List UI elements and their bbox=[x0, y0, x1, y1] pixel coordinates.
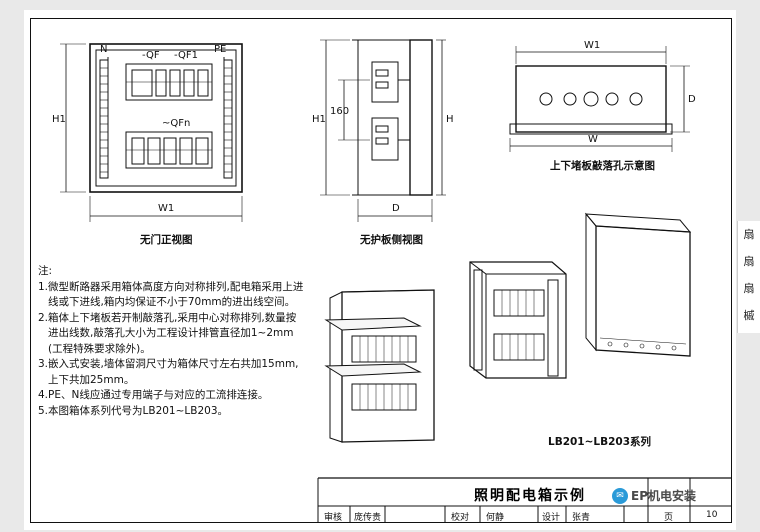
label-n: N bbox=[100, 44, 107, 55]
top-dim-w: W bbox=[588, 134, 598, 145]
note-line: 2.箱体上下堵板若开制敲落孔,采用中心对称排列,数量按 bbox=[38, 311, 297, 324]
front-dim-w1: W1 bbox=[158, 203, 174, 214]
label-qf1: -QF1 bbox=[174, 50, 198, 61]
note-line: 3.嵌入式安装,墙体留洞尺寸为箱体尺寸左右共加15mm, bbox=[38, 358, 299, 370]
side-dim-160: 160 bbox=[330, 106, 349, 117]
title-block-grid bbox=[317, 477, 732, 523]
front-view-drawing bbox=[60, 43, 243, 222]
side-tab-item[interactable]: 扇 bbox=[743, 228, 755, 241]
top-dim-w1: W1 bbox=[584, 40, 600, 51]
label-pe: PE bbox=[214, 44, 226, 55]
top-view-caption: 上下堵板敲落孔示意图 bbox=[550, 160, 655, 172]
wechat-icon: ✉ bbox=[612, 487, 628, 504]
notes-heading: 注: bbox=[38, 265, 53, 277]
side-tab-item[interactable]: 扇 bbox=[743, 255, 755, 268]
top-view-drawing bbox=[509, 46, 690, 152]
side-dim-h1: H1 bbox=[312, 114, 326, 125]
side-tab[interactable]: 扇 扇 扇 槭 bbox=[737, 221, 760, 333]
label-qfn: ~QFn bbox=[162, 118, 190, 129]
page-label: 页 bbox=[664, 513, 674, 523]
watermark: ✉ EP机电安装 bbox=[612, 487, 696, 504]
check-label: 校对 bbox=[451, 513, 470, 523]
side-tab-item[interactable]: 槭 bbox=[743, 309, 755, 322]
note-line: 4.PE、N线应通过专用端子与对应的工流排连接。 bbox=[38, 389, 269, 401]
design-name: 张青 bbox=[572, 513, 591, 523]
cabinet-isometric bbox=[324, 289, 435, 443]
series-caption: LB201~LB203系列 bbox=[548, 436, 652, 448]
note-line: 进出线数,敲落孔大小为工程设计排管直径加1~2mm bbox=[48, 327, 294, 339]
note-line: 1.微型断路器采用箱体高度方向对称排列,配电箱采用上进 bbox=[38, 280, 304, 293]
note-line: (工程特殊要求除外)。 bbox=[48, 342, 151, 355]
front-view-caption: 无门正视图 bbox=[140, 234, 193, 246]
check-name: 何静 bbox=[486, 513, 505, 523]
side-view-caption: 无护板侧视图 bbox=[360, 234, 423, 246]
rack-isometric bbox=[469, 261, 567, 379]
notes-block: 注: 1.微型断路器采用箱体高度方向对称排列,配电箱采用上进 线或下进线,箱内均… bbox=[38, 264, 318, 419]
side-dim-h: H bbox=[446, 114, 454, 125]
front-dim-h1: H1 bbox=[52, 114, 66, 125]
review-label: 审核 bbox=[324, 513, 343, 523]
review-name: 庞传贵 bbox=[354, 513, 382, 523]
watermark-text: EP机电安装 bbox=[631, 489, 696, 503]
drawing-title: 照明配电箱示例 bbox=[474, 488, 586, 504]
design-label: 设计 bbox=[542, 513, 561, 523]
note-line: 5.本图箱体系列代号为LB201~LB203。 bbox=[38, 404, 229, 417]
note-line: 线或下进线,箱内均保证不小于70mm的进出线空间。 bbox=[48, 296, 296, 308]
note-line: 上下共加25mm。 bbox=[48, 373, 135, 386]
label-qf: -QF bbox=[142, 50, 160, 61]
box-isometric bbox=[584, 212, 692, 357]
side-view-drawing bbox=[320, 39, 446, 222]
side-dim-d: D bbox=[392, 203, 400, 214]
page-number: 10 bbox=[706, 510, 718, 520]
top-dim-d: D bbox=[688, 94, 696, 105]
side-tab-item[interactable]: 扇 bbox=[743, 282, 755, 295]
drawing-frame bbox=[30, 18, 732, 523]
